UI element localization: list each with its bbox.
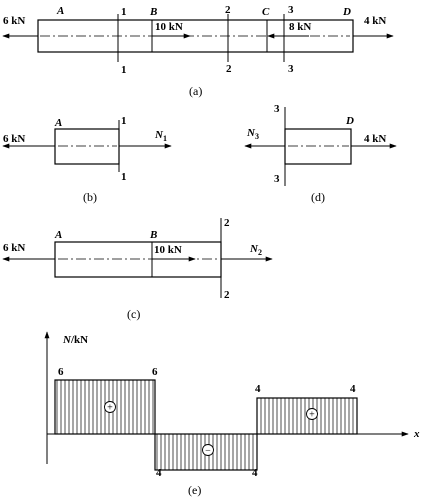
point-a-b: A <box>54 117 62 129</box>
section-1-bottom: 1 <box>121 64 127 76</box>
load-left-label: 6 kN <box>3 15 25 27</box>
caption-a: (a) <box>189 84 202 98</box>
x-axis-label: x <box>413 428 420 440</box>
figure-a: 1 1 2 2 3 3 A B C D 6 kN 10 kN 8 kN 4 kN… <box>2 4 394 98</box>
sign-cd: + <box>309 410 315 421</box>
load-right-label-d: 4 kN <box>364 133 386 145</box>
n3-label: N3 <box>246 127 259 141</box>
svg-text:2: 2 <box>224 217 230 229</box>
point-b-c: B <box>149 229 157 241</box>
caption-e: (e) <box>188 483 201 497</box>
sign-circle-bc <box>202 444 214 456</box>
figure-c: 2 2 A B 6 kN 10 kN N2 (c) <box>2 217 273 321</box>
load-right-label: 4 kN <box>364 15 386 27</box>
svg-text:2: 2 <box>224 289 230 301</box>
load-b-label-c: 10 kN <box>154 244 182 256</box>
load-left-label-b: 6 kN <box>3 133 25 145</box>
point-d: D <box>342 6 351 18</box>
figure-b: 1 1 A 6 kN N1 (b) <box>2 115 172 204</box>
point-a-c: A <box>54 229 62 241</box>
caption-d: (d) <box>311 190 325 204</box>
point-d-d: D <box>345 115 354 127</box>
load-c-label: 8 kN <box>289 21 311 33</box>
sign-circle-cd <box>306 408 318 420</box>
n2-label: N2 <box>249 243 262 257</box>
load-left-label-c: 6 kN <box>3 242 25 254</box>
value-bc-right: 4 <box>252 467 258 479</box>
caption-c: (c) <box>127 307 140 321</box>
svg-text:1: 1 <box>121 171 127 183</box>
value-cd-right: 4 <box>350 383 356 395</box>
value-bc-left: 4 <box>156 467 162 479</box>
figure-e: N/kN x + − + 6 6 4 4 4 4 (e) <box>44 331 420 497</box>
n-axis-label: N/kN <box>62 334 88 346</box>
section-3-top: 3 <box>288 4 294 16</box>
svg-text:3: 3 <box>274 103 280 115</box>
sign-circle-ab <box>104 401 116 413</box>
value-cd-left: 4 <box>255 383 261 395</box>
svg-text:3: 3 <box>274 173 280 185</box>
load-b-label: 10 kN <box>155 21 183 33</box>
bar-segment-b <box>54 128 120 165</box>
value-ab-right: 6 <box>152 366 158 378</box>
section-2-top: 2 <box>225 4 231 16</box>
bar-segment-d <box>284 128 352 165</box>
point-c: C <box>262 6 270 18</box>
sign-ab: + <box>107 403 113 414</box>
section-2-bottom: 2 <box>226 63 232 75</box>
figure-d: 3 3 D N3 4 kN (d) <box>244 103 397 204</box>
bar-segment-c <box>54 241 222 278</box>
sign-bc: − <box>205 446 211 457</box>
point-a: A <box>56 5 64 17</box>
caption-b: (b) <box>83 190 97 204</box>
section-3-bottom: 3 <box>288 63 294 75</box>
section-1-top: 1 <box>121 6 127 18</box>
n1-label: N1 <box>154 129 167 143</box>
point-b: B <box>149 6 157 18</box>
value-ab-left: 6 <box>58 366 64 378</box>
svg-text:1: 1 <box>121 115 127 127</box>
